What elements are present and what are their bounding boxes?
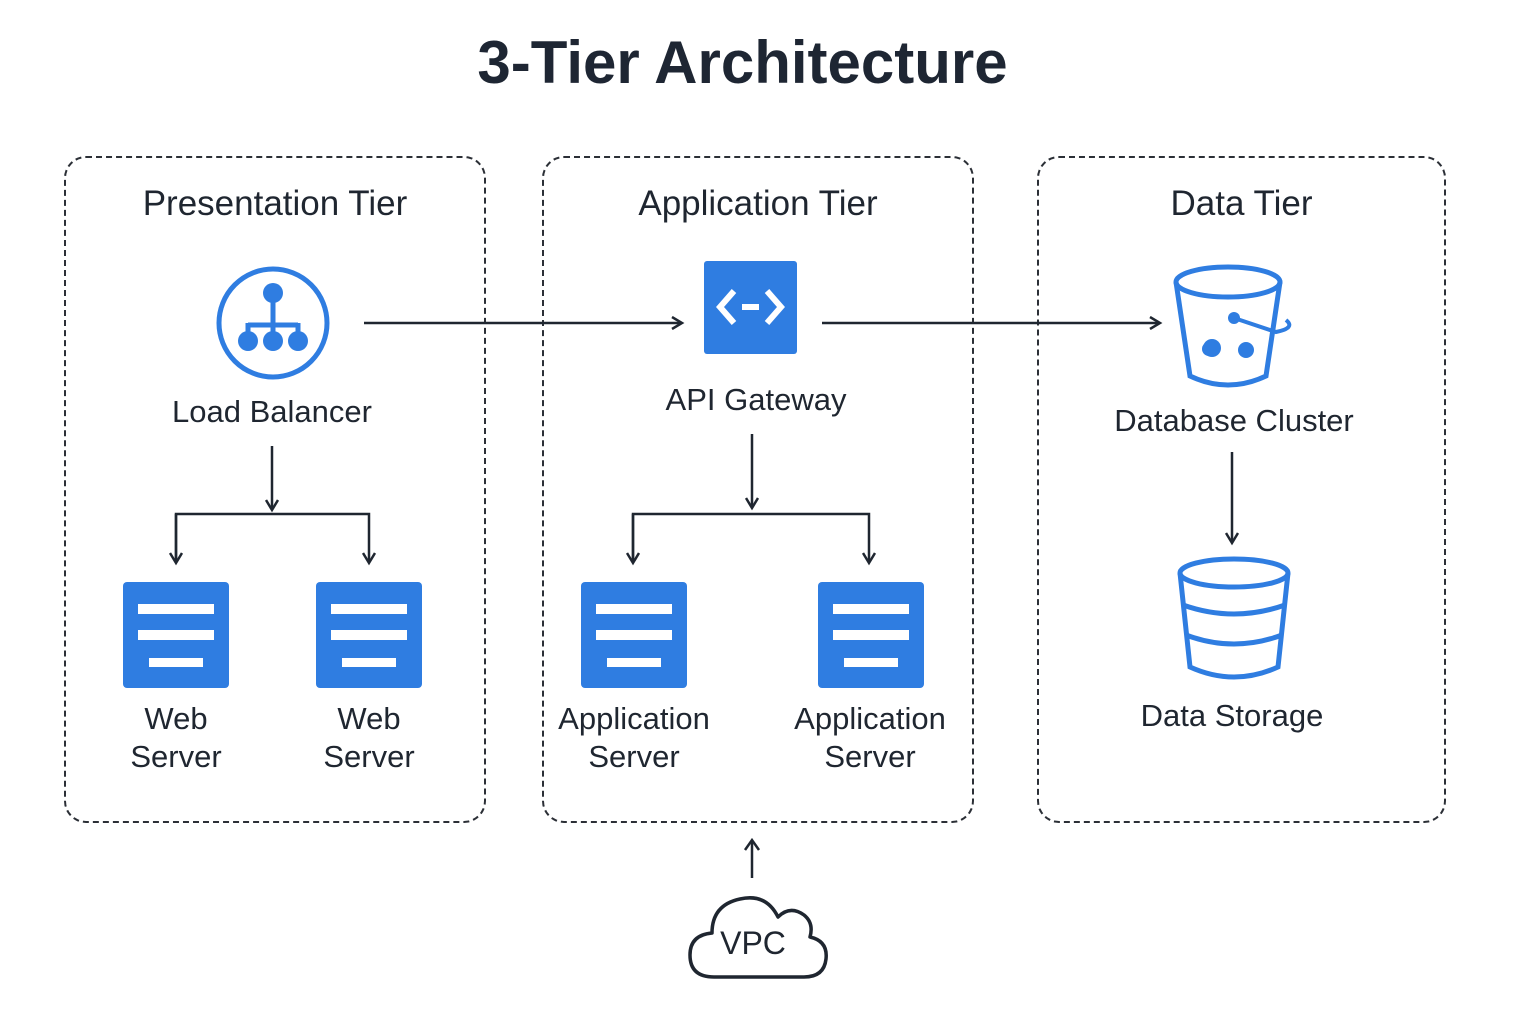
api-gateway-icon — [704, 261, 797, 359]
cloud-icon — [686, 885, 830, 988]
api-gateway-label: API Gateway — [665, 382, 847, 417]
data-storage-label: Data Storage — [1140, 698, 1324, 733]
server-icon — [123, 582, 229, 693]
load-balancer-icon — [216, 265, 330, 386]
lb-split-left — [174, 512, 369, 563]
web-server-2-label: Web Server — [323, 701, 415, 774]
server-icon — [818, 582, 924, 693]
load-balancer-label: Load Balancer — [172, 394, 372, 429]
data-tier-title: Data Tier — [1170, 184, 1313, 223]
web-server-1-label: Web Server — [130, 701, 222, 774]
diagram-title: 3-Tier Architecture — [477, 29, 1008, 96]
database-cluster-label: Database Cluster — [1114, 403, 1354, 438]
data-tier-box: Data Tier — [1037, 156, 1446, 823]
arrow-vpc-up-head — [743, 837, 761, 851]
database-icon — [1176, 555, 1292, 690]
bucket-icon — [1172, 262, 1296, 397]
application-server-1-label: Application Server — [558, 701, 710, 774]
server-icon — [316, 582, 422, 693]
presentation-tier-box: Presentation Tier — [64, 156, 486, 823]
application-server-2-label: Application Server — [794, 701, 946, 774]
server-icon — [581, 582, 687, 693]
application-tier-box: Application Tier — [542, 156, 974, 823]
vpc-label: VPC — [720, 925, 786, 961]
application-tier-title: Application Tier — [638, 184, 878, 223]
presentation-tier-title: Presentation Tier — [142, 184, 408, 223]
gateway-split — [631, 512, 869, 563]
